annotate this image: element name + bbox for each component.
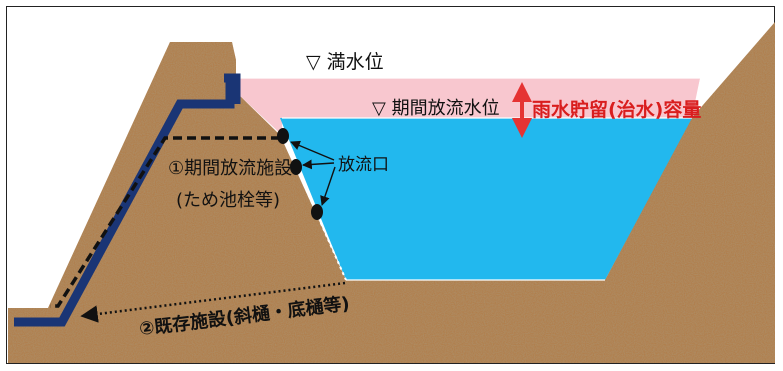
outlet-arrow-3 xyxy=(320,166,336,206)
period-discharge-facility-line xyxy=(50,136,280,308)
reservoir-water xyxy=(280,118,692,280)
storage-capacity-label: 雨水貯留(治水)容量 xyxy=(532,98,701,121)
existing-facility-pipe xyxy=(14,80,235,327)
outlet-middle xyxy=(290,159,302,175)
period-water-level-label: ▽ 期間放流水位 xyxy=(372,98,500,119)
period-facility-label-2: (ため池栓等) xyxy=(176,190,280,211)
outlet-arrow-2 xyxy=(302,159,335,170)
existing-facility-arrow xyxy=(80,281,346,323)
outlet-label: 放流口 xyxy=(338,155,389,175)
outlet-top xyxy=(277,128,289,144)
outlet-bottom xyxy=(311,204,323,220)
period-facility-label-1: ①期間放流施設 xyxy=(168,158,292,179)
outlet-arrow-1 xyxy=(290,140,335,161)
full-water-level-label: ▽ 満水位 xyxy=(306,51,384,73)
